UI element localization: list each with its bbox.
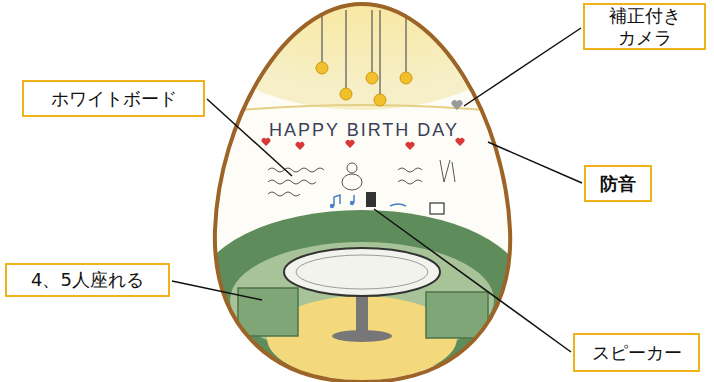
callout-box: 4、5人座れる bbox=[5, 263, 170, 297]
callout-label: ホワイトボード bbox=[51, 88, 177, 110]
leader-line bbox=[488, 142, 582, 183]
scribble bbox=[268, 180, 316, 184]
pod-interior bbox=[187, 0, 537, 382]
lamp-cord bbox=[345, 10, 346, 88]
camera-symbol bbox=[451, 100, 462, 110]
ceiling-edge bbox=[218, 105, 506, 112]
front-seat bbox=[426, 292, 488, 338]
callout-label: 4、5人座れる bbox=[31, 269, 144, 291]
speaker bbox=[330, 192, 444, 214]
bulbs bbox=[316, 62, 412, 106]
lamp-cord bbox=[371, 10, 372, 72]
heart bbox=[406, 142, 415, 150]
doodle bbox=[440, 160, 455, 182]
table-leg bbox=[356, 292, 368, 334]
leader-lines bbox=[172, 28, 582, 352]
speaker-body bbox=[366, 192, 376, 207]
table-rim bbox=[296, 255, 428, 289]
music-note bbox=[334, 195, 340, 206]
lamp-cord bbox=[321, 14, 322, 62]
callout-box: 防音 bbox=[584, 165, 652, 202]
scribble bbox=[398, 168, 422, 172]
leader-line bbox=[172, 281, 262, 300]
scribbles bbox=[268, 160, 455, 196]
bulb bbox=[366, 72, 378, 84]
front-seat bbox=[238, 288, 298, 336]
heart bbox=[296, 142, 305, 150]
callout-box: 補正付き カメラ bbox=[583, 3, 706, 50]
callout-label: スピーカー bbox=[592, 342, 682, 364]
callout-box: ホワイトボード bbox=[22, 80, 205, 117]
music-note bbox=[350, 201, 354, 205]
music-note bbox=[330, 204, 334, 208]
hearts bbox=[262, 138, 465, 150]
table-top bbox=[284, 248, 440, 296]
callout-label: 補正付き カメラ bbox=[593, 5, 696, 48]
sound-wave bbox=[390, 204, 406, 206]
scribble bbox=[268, 168, 324, 172]
bulb bbox=[400, 72, 412, 84]
heart bbox=[346, 140, 355, 148]
lamp-cord bbox=[379, 10, 380, 94]
whiteboard-text: HAPPY BIRTH DAY bbox=[269, 120, 459, 141]
callout-box: スピーカー bbox=[573, 333, 700, 372]
bulb bbox=[316, 62, 328, 74]
table-base bbox=[332, 330, 392, 342]
leader-line bbox=[464, 28, 581, 106]
bulb bbox=[374, 94, 386, 106]
scribble bbox=[268, 192, 300, 196]
bulb bbox=[340, 88, 352, 100]
doodle bbox=[347, 163, 357, 173]
leader-line bbox=[374, 209, 571, 352]
lamps bbox=[322, 10, 406, 94]
lamp-cord bbox=[405, 14, 406, 72]
device bbox=[430, 203, 444, 214]
scribble bbox=[398, 180, 422, 184]
callout-label: 防音 bbox=[600, 173, 636, 195]
doodle bbox=[342, 174, 362, 190]
pod-shell bbox=[215, 4, 510, 382]
ceiling bbox=[187, 0, 537, 110]
